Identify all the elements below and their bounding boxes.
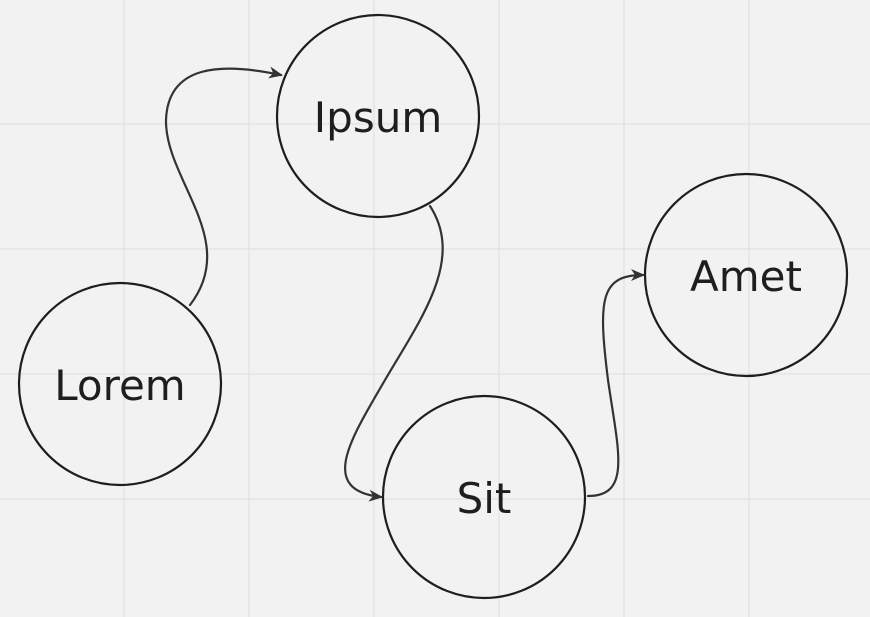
connectors	[164, 66, 645, 502]
node-amet[interactable]: Amet	[643, 172, 849, 378]
node-lorem[interactable]: Lorem	[17, 281, 223, 487]
node-lorem-label: Lorem	[54, 361, 185, 410]
node-amet-circle	[643, 172, 849, 378]
edge-ipsum-sit[interactable]	[344, 204, 444, 502]
node-ipsum-label: Ipsum	[314, 93, 442, 142]
node-sit-label: Sit	[457, 474, 512, 523]
node-ipsum-circle	[275, 13, 481, 219]
edge-lorem-ipsum[interactable]	[164, 66, 283, 307]
node-sit[interactable]: Sit	[381, 394, 587, 600]
node-sit-circle	[381, 394, 587, 600]
node-lorem-circle	[17, 281, 223, 487]
edge-sit-amet[interactable]	[586, 269, 645, 498]
node-ipsum[interactable]: Ipsum	[275, 13, 481, 219]
node-amet-label: Amet	[690, 252, 802, 301]
